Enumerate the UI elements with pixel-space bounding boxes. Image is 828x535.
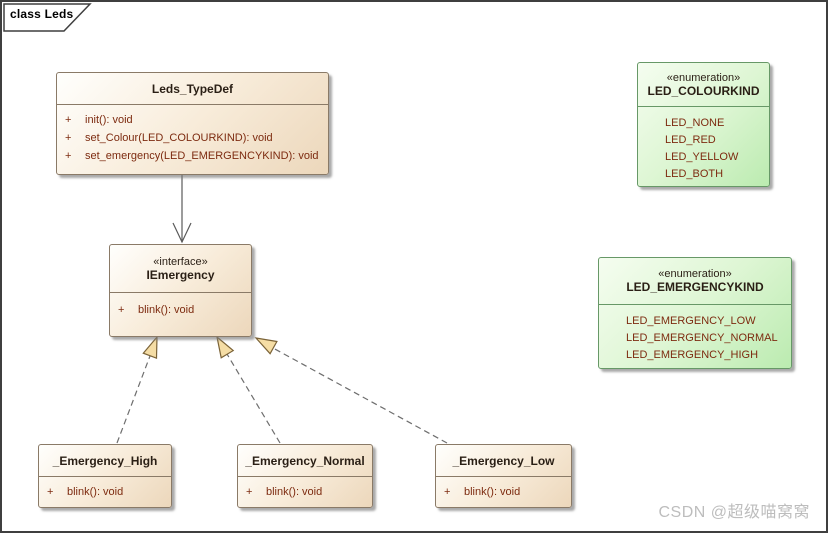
- class-header: _Emergency_Normal: [238, 445, 372, 477]
- triangle-arrowhead-icon: [142, 335, 158, 360]
- enum-literal: LED_YELLOW: [665, 151, 739, 163]
- class-header: _Emergency_High: [39, 445, 171, 477]
- stereotype-label: «interface»: [153, 255, 208, 268]
- operations-compartment: + blink(): void: [39, 477, 171, 501]
- class-name: _Emergency_Normal: [245, 453, 365, 468]
- edge-realization-high-iemergency[interactable]: [116, 335, 158, 444]
- enum-header: «enumeration» LED_EMERGENCYKIND: [599, 258, 791, 305]
- interface-iemergency[interactable]: «interface» IEmergency + blink(): void: [109, 244, 252, 337]
- enum-literal: LED_BOTH: [665, 168, 724, 180]
- enum-name: LED_EMERGENCYKIND: [626, 280, 764, 294]
- edge-realization-low-iemergency[interactable]: [254, 337, 448, 444]
- enum-name: LED_COLOURKIND: [647, 83, 760, 98]
- operation-row: + blink(): void: [246, 486, 323, 498]
- operations-compartment: + blink(): void: [238, 477, 372, 501]
- literals-compartment: LED_NONE LED_RED LED_YELLOW LED_BOTH: [638, 107, 769, 183]
- watermark-text: CSDN @超级喵窝窝: [658, 504, 810, 521]
- class-emergency-normal[interactable]: _Emergency_Normal + blink(): void: [237, 444, 373, 508]
- operation-row: + set_emergency(LED_EMERGENCYKIND): void: [65, 150, 319, 162]
- enum-literal: LED_RED: [665, 134, 716, 146]
- class-name: Leds_TypeDef: [151, 81, 234, 96]
- class-emergency-low[interactable]: _Emergency_Low + blink(): void: [435, 444, 572, 508]
- enum-literal: LED_EMERGENCY_LOW: [626, 315, 756, 327]
- enum-literal: LED_EMERGENCY_NORMAL: [626, 332, 778, 344]
- triangle-arrowhead-icon: [254, 337, 278, 355]
- operation-row: + init(): void: [65, 114, 133, 126]
- open-arrowhead-icon: [172, 222, 192, 244]
- triangle-arrowhead-icon: [216, 335, 235, 359]
- class-header: _Emergency_Low: [436, 445, 571, 477]
- class-emergency-high[interactable]: _Emergency_High + blink(): void: [38, 444, 172, 508]
- frame-title: class Leds: [10, 7, 74, 21]
- class-name: _Emergency_High: [52, 453, 158, 468]
- enum-led-emergencykind[interactable]: «enumeration» LED_EMERGENCYKIND LED_EMER…: [598, 257, 792, 369]
- operations-compartment: + init(): void + set_Colour(LED_COLOURKI…: [57, 105, 328, 165]
- operation-row: + set_Colour(LED_COLOURKIND): void: [65, 132, 273, 144]
- enum-led-colourkind[interactable]: «enumeration» LED_COLOURKIND LED_NONE LE…: [637, 62, 770, 187]
- operation-row: + blink(): void: [118, 304, 195, 316]
- class-header: Leds_TypeDef: [57, 73, 328, 105]
- class-leds-typedef[interactable]: Leds_TypeDef + init(): void + set_Colour…: [56, 72, 329, 175]
- stereotype-label: «enumeration»: [666, 71, 741, 84]
- enum-literal: LED_EMERGENCY_HIGH: [626, 349, 759, 361]
- interface-header: «interface» IEmergency: [110, 245, 251, 293]
- class-name: _Emergency_Low: [452, 453, 555, 468]
- operation-row: + blink(): void: [47, 486, 124, 498]
- literals-compartment: LED_EMERGENCY_LOW LED_EMERGENCY_NORMAL L…: [599, 305, 791, 364]
- enum-header: «enumeration» LED_COLOURKIND: [638, 63, 769, 107]
- operations-compartment: + blink(): void: [436, 477, 571, 501]
- operations-compartment: + blink(): void: [110, 293, 251, 319]
- edge-association-ledstypedef-iemergency[interactable]: [172, 175, 192, 244]
- interface-name: IEmergency: [146, 267, 215, 282]
- enum-literal: LED_NONE: [665, 117, 725, 129]
- frame-tab: [3, 3, 92, 32]
- edge-realization-normal-iemergency[interactable]: [216, 335, 281, 444]
- operation-row: + blink(): void: [444, 486, 521, 498]
- stereotype-label: «enumeration»: [658, 268, 732, 280]
